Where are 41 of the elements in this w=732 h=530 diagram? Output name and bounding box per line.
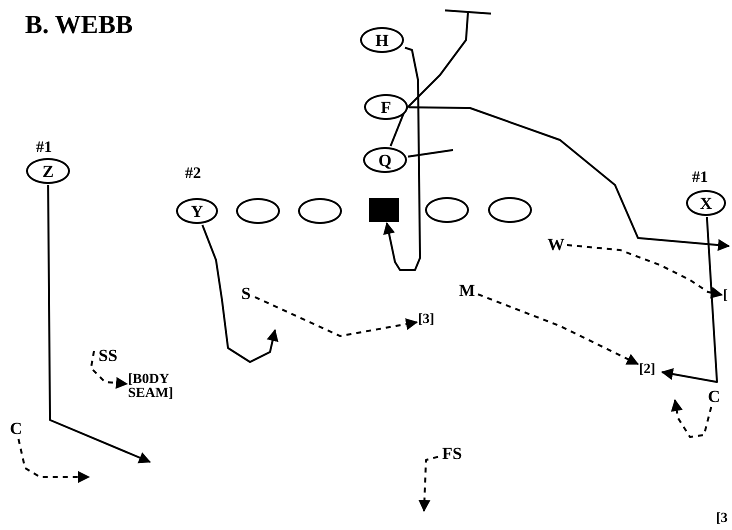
lineman-ellipse — [298, 198, 342, 224]
route-line — [408, 149, 454, 158]
receiver-number: #1 — [692, 170, 708, 186]
defender-label: W — [546, 234, 566, 254]
dashed-route-arrow — [566, 244, 723, 299]
zone-label: [ — [723, 287, 731, 305]
route-line — [661, 216, 718, 383]
zone-label: [3] — [418, 311, 440, 329]
zone-label: [2] — [639, 361, 661, 379]
player-ellipse: Z — [26, 158, 70, 184]
dashed-route-arrow — [418, 456, 438, 512]
route-line — [47, 185, 151, 464]
dashed-route-arrow — [478, 293, 639, 365]
player-ellipse: Y — [176, 198, 218, 224]
lineman-ellipse — [488, 197, 532, 223]
defender-label: M — [457, 280, 477, 300]
lineman-ellipse — [236, 198, 280, 224]
center-square — [369, 198, 399, 222]
route-line — [383, 46, 421, 271]
lineman-ellipse — [425, 197, 469, 223]
dashed-route-arrow — [670, 399, 712, 438]
receiver-number: #2 — [185, 166, 201, 182]
route-line — [408, 106, 730, 252]
player-ellipse: Q — [363, 147, 407, 173]
dashed-route-arrow — [90, 350, 128, 389]
defender-label: FS — [439, 443, 465, 463]
defender-label: C — [8, 418, 24, 438]
diagram-title: B. WEBB — [25, 12, 133, 38]
defender-label: SS — [94, 345, 122, 365]
receiver-number: #1 — [36, 140, 52, 156]
defender-label: C — [706, 386, 722, 406]
dashed-route-arrow — [18, 438, 90, 483]
dashed-route-arrow — [254, 296, 418, 337]
player-ellipse: F — [364, 94, 408, 120]
zone-label: [B0DY SEAM] — [128, 371, 196, 403]
route-line — [201, 224, 278, 363]
route-line — [390, 9, 492, 146]
zone-label: [3 — [716, 512, 729, 527]
player-ellipse: X — [686, 190, 726, 216]
player-ellipse: H — [360, 27, 404, 53]
defender-label: S — [238, 283, 254, 303]
